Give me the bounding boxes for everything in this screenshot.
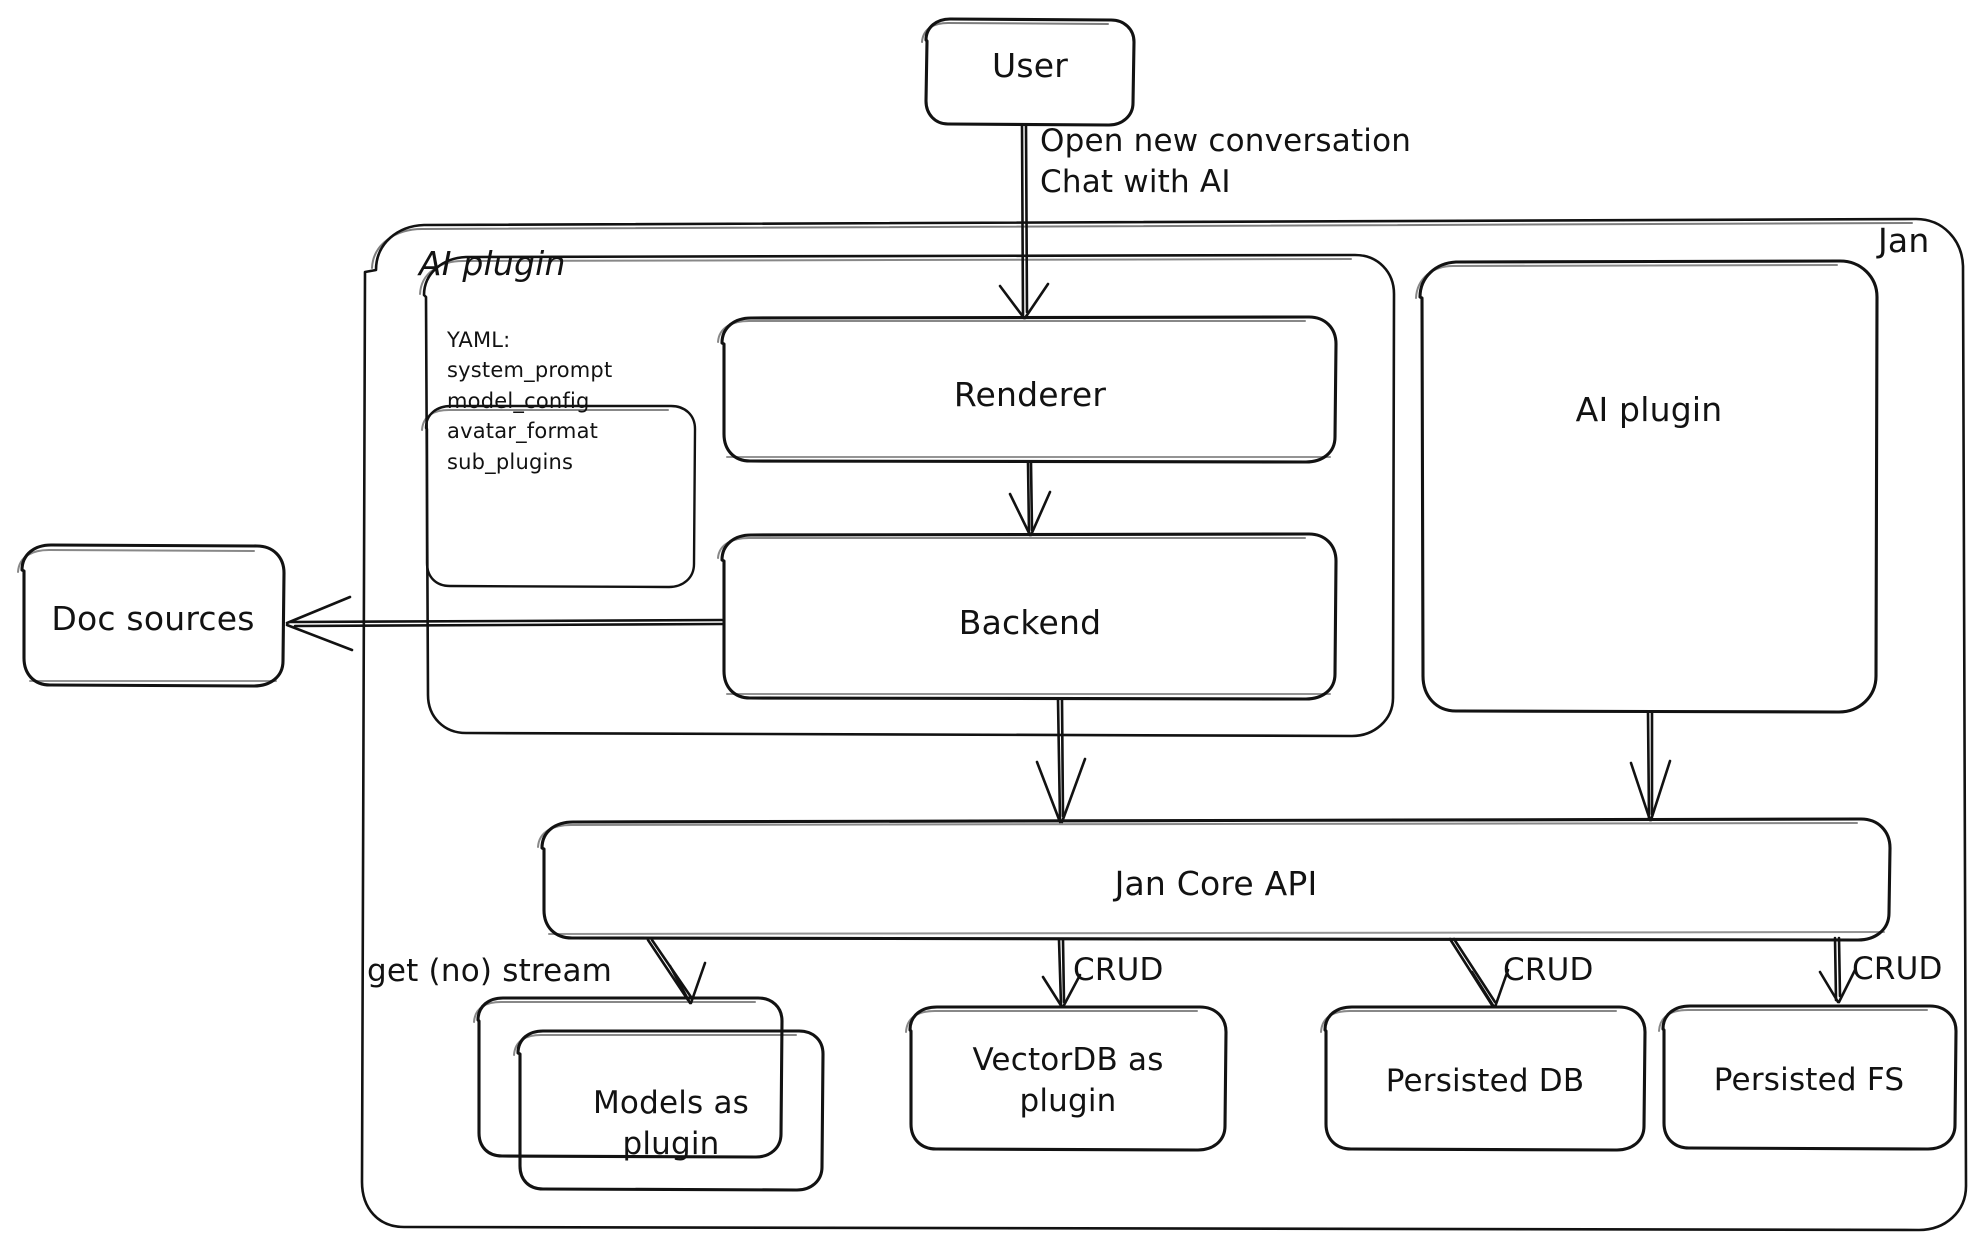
- persisted-db-box-shape: [1320, 1005, 1647, 1152]
- yaml-note-box-shape: [421, 404, 697, 589]
- edge-api-to-vectordb: [1041, 938, 1082, 1009]
- edge-backend-to-doc-sources: [285, 595, 724, 652]
- doc-sources-node-label: Doc sources: [51, 599, 255, 638]
- models-as-plugin-back-box-shape: [473, 996, 784, 1159]
- edge-label-crud-persisted-fs: CRUD: [1852, 951, 1943, 987]
- persisted-fs-box-shape: [1658, 1004, 1958, 1151]
- edge-api-to-persisted-db: [1448, 937, 1510, 1009]
- persisted-db-node-label: Persisted DB: [1385, 1063, 1585, 1099]
- jan-container-shape: [360, 217, 1968, 1232]
- ai-plugin-right-node-label: AI plugin: [1575, 390, 1723, 429]
- models-as-plugin-box-shape: [513, 1029, 825, 1192]
- yaml-note-text: YAML: system_prompt model_config avatar_…: [447, 328, 613, 474]
- edge-backend-to-jan-core-api: [1035, 698, 1087, 824]
- edge-label-crud-vectordb: CRUD: [1073, 952, 1164, 988]
- doc-sources-box-shape: [17, 543, 286, 688]
- persisted-fs-node-label: Persisted FS: [1713, 1062, 1905, 1098]
- backend-node-label: Backend: [958, 603, 1102, 642]
- user-node-label: User: [991, 46, 1069, 85]
- user-box-shape: [921, 17, 1136, 127]
- edge-renderer-to-backend: [1008, 461, 1052, 537]
- edge-ai-plugin-to-jan-core-api: [1629, 711, 1672, 822]
- edge-user-to-renderer: [998, 124, 1050, 320]
- edge-label-crud-persisted-db: CRUD: [1503, 952, 1594, 988]
- jan-container-label: Jan: [1878, 221, 1930, 260]
- edge-label-get-no-stream: get (no) stream: [367, 953, 613, 989]
- backend-box-shape: [717, 532, 1338, 701]
- jan-core-api-box-shape: [537, 817, 1892, 942]
- vectordb-as-plugin-node-label: VectorDB as plugin: [972, 1042, 1164, 1119]
- renderer-box-shape: [717, 315, 1338, 464]
- ai-plugin-group-label: AI plugin: [419, 244, 566, 283]
- renderer-node-label: Renderer: [953, 375, 1107, 414]
- models-as-plugin-node-label: Models as plugin: [592, 1085, 750, 1162]
- ai-plugin-right-box-shape: [1415, 259, 1879, 714]
- vectordb-as-plugin-box-shape: [905, 1005, 1228, 1152]
- edge-label-chat-with-ai: Chat with AI: [1040, 164, 1231, 200]
- edge-label-open-new-conversation: Open new conversation: [1040, 123, 1412, 159]
- jan-core-api-node-label: Jan Core API: [1114, 864, 1318, 903]
- edge-api-to-models: [646, 938, 707, 1005]
- ai-plugin-group-shape: [419, 253, 1396, 738]
- edge-api-to-persisted-fs: [1818, 936, 1857, 1004]
